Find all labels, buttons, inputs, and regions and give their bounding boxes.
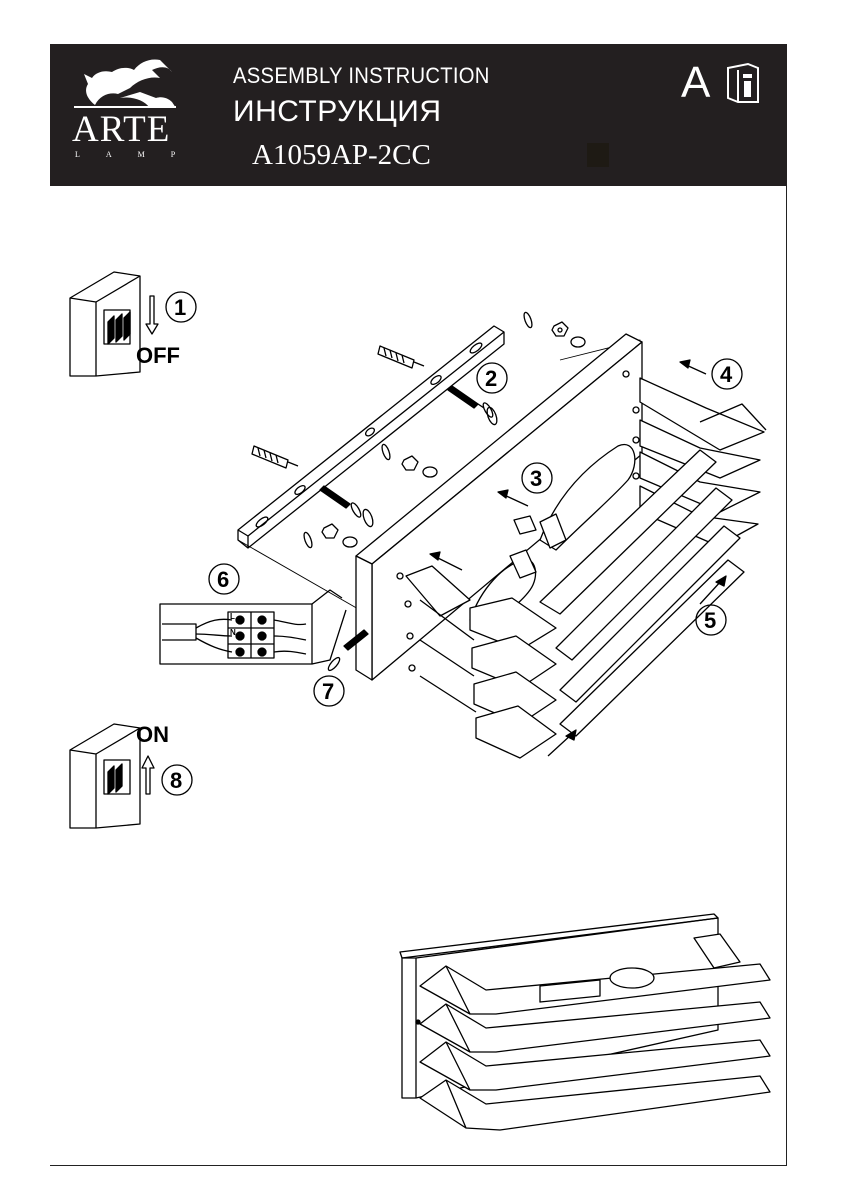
- plate-screw-icon: [396, 370, 640, 672]
- fixing-screw-icon: [327, 629, 369, 672]
- step-1-circle: [165, 291, 197, 323]
- brand-subtitle: LAMP: [75, 150, 202, 159]
- decorative-square: [587, 143, 609, 167]
- step-2-circle: [476, 362, 508, 394]
- step-7-number: 7: [322, 679, 335, 704]
- breaker-switch-off-icon: [69, 271, 141, 377]
- step-2-number: 2: [485, 366, 498, 391]
- switch-off-label: OFF: [136, 343, 180, 368]
- mounting-bracket: [237, 325, 505, 549]
- washer-nut-set-icon: [523, 311, 586, 348]
- lamp-shade-slats: [539, 377, 767, 737]
- step-6-number: 6: [217, 567, 230, 592]
- assembled-lamp-view: [399, 913, 771, 1131]
- step-7-circle: [313, 675, 345, 707]
- breaker-switch-on-icon: [69, 723, 141, 829]
- arrow-down-icon: [145, 295, 159, 335]
- wiring-inset: [159, 589, 347, 665]
- language-mark: A: [681, 58, 711, 107]
- step-6-circle: [208, 563, 240, 595]
- lamp-shade-slats: [405, 565, 557, 759]
- wall-plug-icon: [251, 445, 299, 469]
- washer-nut-set-icon: [381, 443, 438, 478]
- title-russian: ИНСТРУКЦИЯ: [233, 95, 442, 128]
- step-5-number: 5: [704, 608, 717, 633]
- switch-on-label: ON: [136, 722, 169, 747]
- page-frame: [50, 44, 787, 1166]
- step-3-number: 3: [530, 466, 543, 491]
- step-5-circle: [695, 604, 727, 636]
- wall-plug-icon: [377, 345, 425, 369]
- screw-icon: [319, 485, 362, 518]
- model-number: A1059AP-2CC: [252, 139, 431, 171]
- brand-name: ARTE: [72, 109, 171, 150]
- arrow-up-icon: [141, 755, 155, 795]
- step-3-circle: [521, 462, 553, 494]
- screw-icon: [447, 385, 494, 418]
- light-bulb-icon: [513, 443, 636, 551]
- title-english: ASSEMBLY INSTRUCTION: [233, 63, 490, 88]
- step-4-number: 4: [720, 362, 733, 387]
- step-8-number: 8: [170, 768, 183, 793]
- terminal-letter-n: N: [230, 628, 236, 637]
- manual-info-icon: [727, 62, 759, 103]
- step-8-circle: [161, 764, 193, 796]
- terminal-letter-l: L: [230, 612, 235, 621]
- header-bar: [50, 44, 787, 186]
- step-1-number: 1: [174, 295, 187, 320]
- washer-nut-set-icon: [303, 523, 358, 549]
- step-4-circle: [711, 358, 743, 390]
